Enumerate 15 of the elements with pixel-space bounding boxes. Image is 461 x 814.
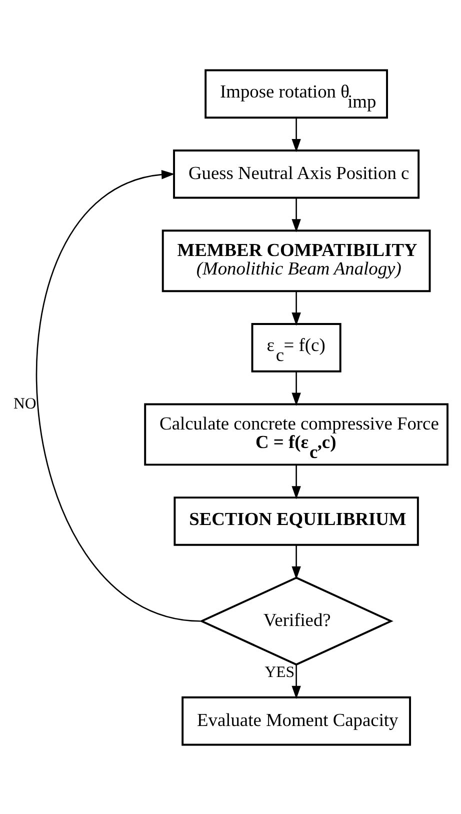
arrow (292, 544, 301, 579)
arrow (292, 464, 301, 499)
node-diamond: Verified? (199, 576, 394, 666)
arrow (36, 170, 200, 622)
arrow (292, 198, 301, 232)
node-box: Evaluate Moment Capacity (182, 696, 412, 746)
arrow (292, 290, 301, 326)
edge-label: NO (13, 394, 36, 412)
node-box: MEMBER COMPATIBILITY (Monolithic Beam Analogy) (162, 229, 431, 292)
arrow (292, 664, 301, 698)
arrow (292, 117, 301, 152)
node-box: SECTION EQUILIBRIUM (174, 496, 419, 546)
arrow (292, 371, 301, 406)
node-box: Guess Neutral Axis Position c (173, 148, 420, 198)
edge-label: YES (264, 664, 295, 681)
